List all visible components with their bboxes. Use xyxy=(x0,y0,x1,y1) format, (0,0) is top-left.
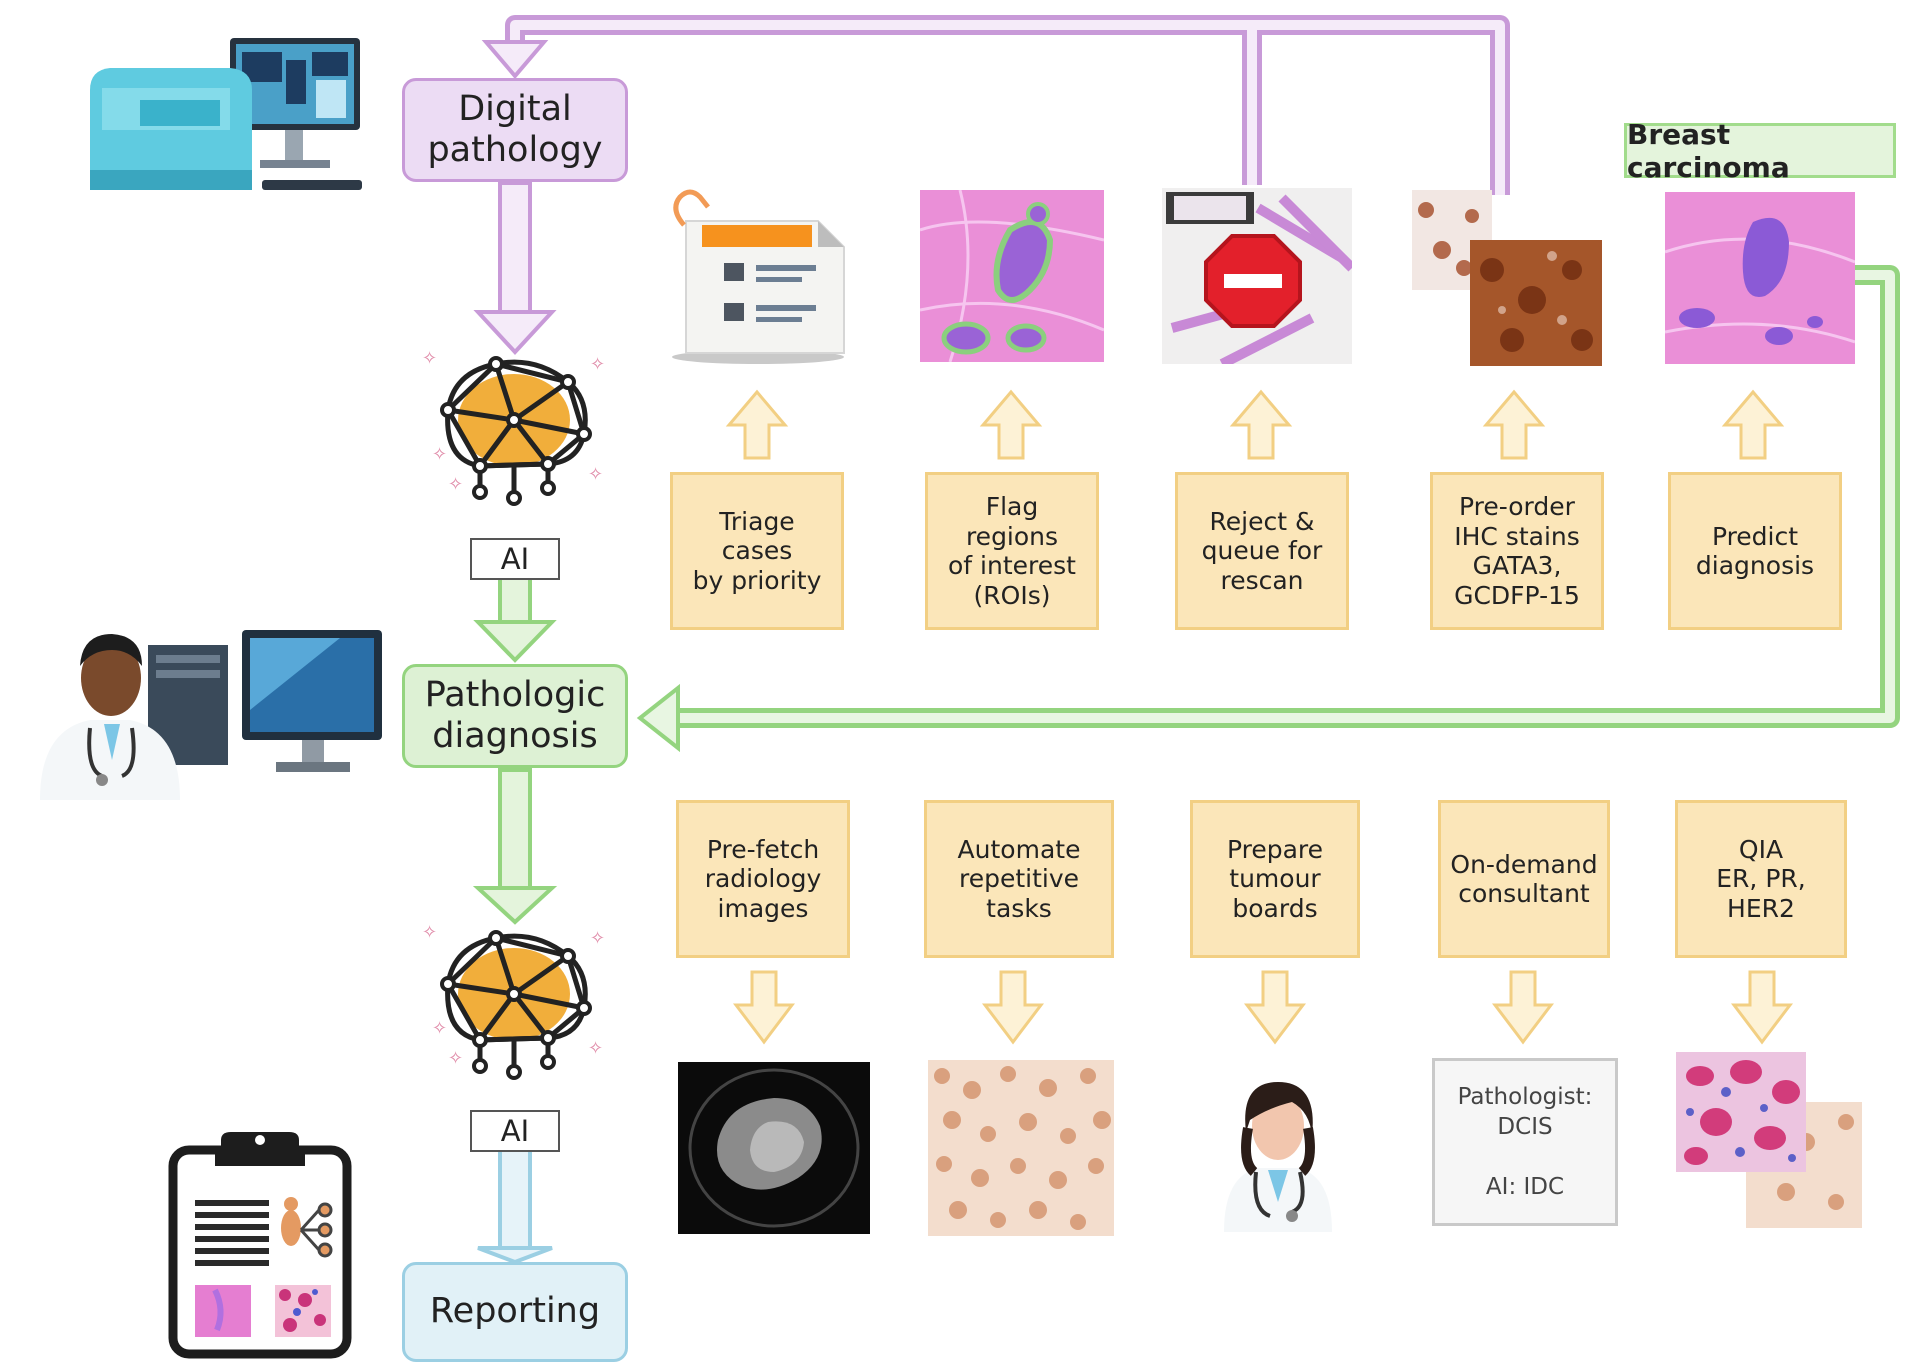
doctor-icon xyxy=(1224,1082,1332,1232)
roi-stained-slide-image xyxy=(920,190,1104,362)
task-prepare-tumour-boards: Prepare tumour boards xyxy=(1190,800,1360,958)
consult-note-line3: AI: IDC xyxy=(1485,1173,1565,1200)
ai-brain-icon: ✧✧✧✧✧ xyxy=(422,922,605,1080)
radiology-ct-image xyxy=(678,1062,870,1234)
green-down-arrowhead-2 xyxy=(472,886,558,925)
green-down-arrowhead-1 xyxy=(473,620,557,663)
svg-text:✧: ✧ xyxy=(588,1038,603,1059)
lower-task-arrows xyxy=(732,970,1794,1045)
green-down-arrow-shaft-1 xyxy=(498,576,532,626)
task-reject-label: Reject & queue for rescan xyxy=(1201,506,1323,595)
svg-text:✧: ✧ xyxy=(448,474,463,495)
task-prefetch-label: Pre-fetch radiology images xyxy=(704,834,822,923)
purple-feedback-arrow xyxy=(505,15,1510,195)
blue-down-arrow-shaft xyxy=(498,1148,532,1252)
task-qia-label: QIA ER, PR, HER2 xyxy=(1716,834,1806,923)
pathologic-diagnosis-label: Pathologic diagnosis xyxy=(424,674,606,756)
task-on-demand-consultant: On-demand consultant xyxy=(1438,800,1610,958)
task-qia: QIA ER, PR, HER2 xyxy=(1675,800,1847,958)
ai-brain-icon: ✧✧✧✧✧ xyxy=(422,348,605,506)
slide-scanner-icon xyxy=(90,38,362,190)
ai-label-top: AI xyxy=(470,538,560,580)
stop-sign-icon xyxy=(1162,188,1352,364)
blue-down-arrowhead xyxy=(477,1246,553,1265)
purple-feedback-arrowhead xyxy=(481,40,549,80)
ihc-stained-slide-image xyxy=(1412,190,1602,366)
task-preorder-label: Pre-order IHC stains GATA3, GCDFP-15 xyxy=(1454,492,1580,610)
task-preorder-ihc: Pre-order IHC stains GATA3, GCDFP-15 xyxy=(1430,472,1604,630)
task-automate-label: Automate repetitive tasks xyxy=(957,834,1081,923)
digital-pathology-label: Digital pathology xyxy=(427,88,603,170)
purple-feedback-arrow-inner xyxy=(510,20,1505,195)
reporting-stage: Reporting xyxy=(402,1262,628,1362)
ihc-texture-image xyxy=(928,1060,1114,1236)
svg-text:✧: ✧ xyxy=(422,348,437,369)
svg-text:✧: ✧ xyxy=(432,444,447,465)
breast-carcinoma-slide-image xyxy=(1665,192,1855,364)
purple-down-arrowhead xyxy=(473,310,557,355)
svg-text:✧: ✧ xyxy=(588,464,603,485)
green-down-arrow-shaft-2 xyxy=(498,768,532,892)
purple-down-arrow-shaft xyxy=(498,181,532,315)
task-consultant-label: On-demand consultant xyxy=(1450,849,1598,909)
svg-text:✧: ✧ xyxy=(448,1048,463,1069)
pathologist-workstation-icon xyxy=(40,630,382,800)
task-triage-label: Triage cases by priority xyxy=(692,506,822,595)
qia-stained-image xyxy=(1676,1052,1862,1228)
task-predict-diagnosis: Predict diagnosis xyxy=(1668,472,1842,630)
consult-note-line1: Pathologist: xyxy=(1457,1084,1593,1110)
digital-pathology-stage: Digital pathology xyxy=(402,78,628,182)
document-icon xyxy=(672,189,845,364)
upper-task-arrows xyxy=(725,389,1785,460)
task-reject-rescan: Reject & queue for rescan xyxy=(1175,472,1349,630)
consult-note-line2: DCIS xyxy=(1497,1113,1553,1140)
clipboard-report-icon xyxy=(168,1132,352,1359)
green-feedback-arrowhead xyxy=(636,683,680,753)
reporting-label: Reporting xyxy=(429,1291,601,1332)
task-prefetch-radiology: Pre-fetch radiology images xyxy=(676,800,850,958)
breast-carcinoma-label: Breast carcinoma xyxy=(1624,118,1896,184)
consult-note: Pathologist: DCIS AI: IDC xyxy=(1432,1058,1618,1226)
task-prepare-label: Prepare tumour boards xyxy=(1226,834,1324,923)
task-triage-cases: Triage cases by priority xyxy=(670,472,844,630)
task-flag-label: Flag regions of interest (ROIs) xyxy=(948,492,1076,610)
svg-text:✧: ✧ xyxy=(590,354,605,375)
task-predict-label: Predict diagnosis xyxy=(1695,521,1815,581)
svg-text:✧: ✧ xyxy=(422,922,437,943)
task-flag-regions: Flag regions of interest (ROIs) xyxy=(925,472,1099,630)
svg-text:✧: ✧ xyxy=(432,1018,447,1039)
pathologic-diagnosis-stage: Pathologic diagnosis xyxy=(402,664,628,768)
svg-text:✧: ✧ xyxy=(590,928,605,949)
task-automate-repetitive: Automate repetitive tasks xyxy=(924,800,1114,958)
ai-label-bottom: AI xyxy=(470,1110,560,1152)
